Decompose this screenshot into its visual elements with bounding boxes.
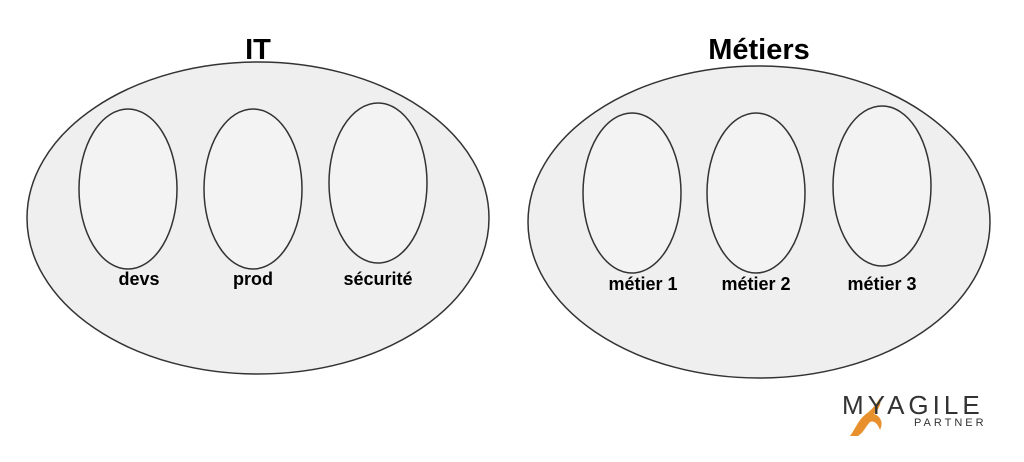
label-metier-3: métier 3 xyxy=(847,274,917,294)
logo-wordmark: MYAGILE xyxy=(842,390,984,420)
label-metier-1: métier 1 xyxy=(608,274,678,294)
subgroup-devs-ellipse xyxy=(78,108,178,270)
label-metier-2: métier 2 xyxy=(721,274,791,294)
kangaroo-icon xyxy=(850,398,882,436)
brand-logo: MYAGILE PARTNER xyxy=(836,392,996,438)
label-devs: devs xyxy=(118,269,160,289)
subgroup-securite-ellipse xyxy=(328,102,428,264)
group-title-metiers: Métiers xyxy=(708,34,810,66)
subgroup-prod-ellipse xyxy=(203,108,303,270)
logo-subtext: PARTNER xyxy=(914,417,987,429)
label-securite: sécurité xyxy=(343,269,413,289)
group-title-it: IT xyxy=(245,34,271,66)
subgroup-metier-2-ellipse xyxy=(706,112,806,274)
subgroup-metier-1-ellipse xyxy=(582,112,682,274)
subgroup-metier-3-ellipse xyxy=(832,105,932,267)
label-prod: prod xyxy=(233,269,273,289)
